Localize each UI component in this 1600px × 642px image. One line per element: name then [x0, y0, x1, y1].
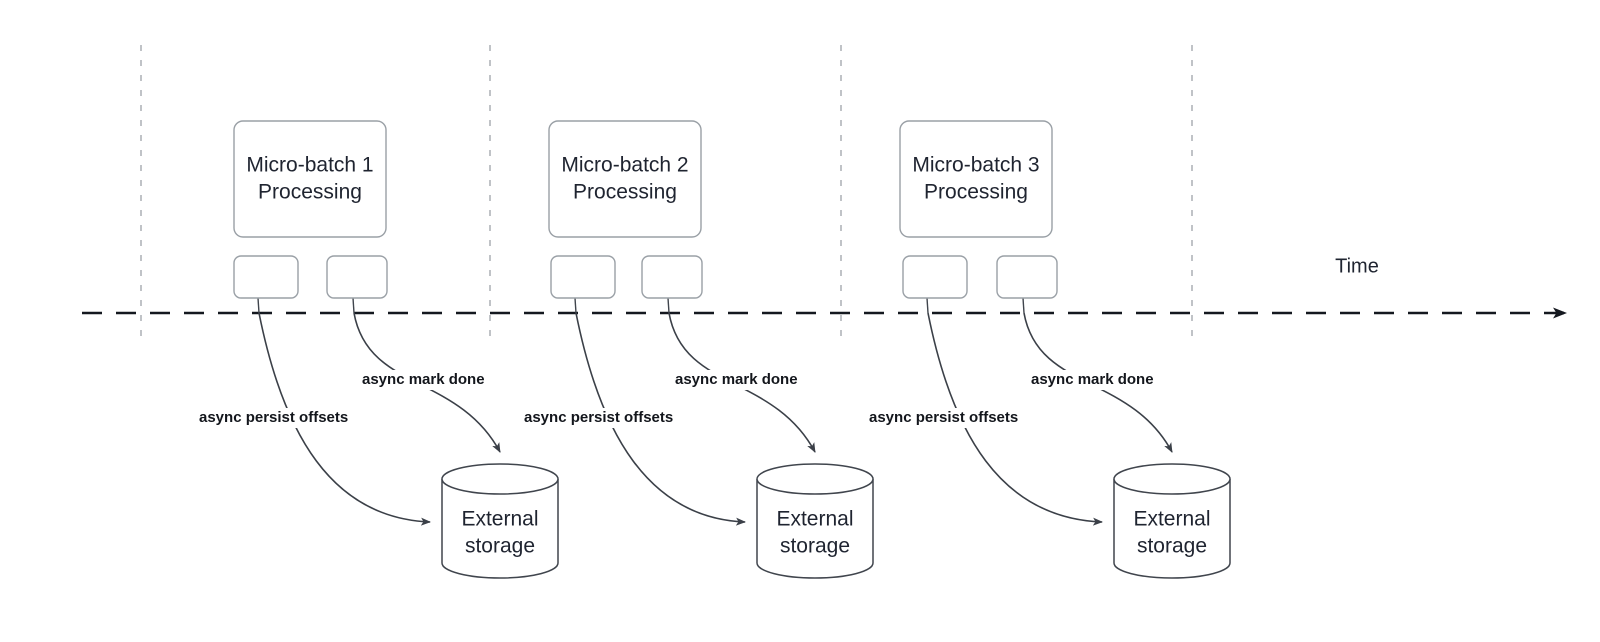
task-box-3-1[interactable]	[902, 255, 968, 299]
edges-group	[257, 297, 1173, 526]
persist-offsets-1	[258, 312, 431, 526]
edge-label-mark-done-2: async mark done	[675, 371, 798, 388]
external-storage-label-line1-1: External	[461, 508, 538, 531]
edge-label-plate-mark-done-1	[359, 370, 485, 390]
external-storage-label-line2-1: storage	[465, 535, 535, 558]
external-storage-label-line1-3: External	[1133, 508, 1210, 531]
task-box-1-2[interactable]	[326, 255, 388, 299]
external-storage-label-line2-2: storage	[780, 535, 850, 558]
time-axis-label: Time	[1335, 255, 1379, 277]
external-storage-cylinder-3[interactable]: External storage	[1113, 463, 1231, 579]
micro-batch-box-label-line2-2: Processing	[573, 181, 677, 204]
micro-batch-box-label-line2-3: Processing	[924, 181, 1028, 204]
task-box-1-1[interactable]	[233, 255, 299, 299]
micro-batch-box-2[interactable]	[548, 120, 702, 238]
external-storage-cylinder-1[interactable]: External storage	[441, 463, 559, 579]
connector-stub-3-2	[1022, 297, 1025, 314]
connector-stub-2-2	[667, 297, 670, 314]
cylinder-top-1	[441, 463, 559, 495]
task-box-2-2[interactable]	[641, 255, 703, 299]
micro-batch-box-label-line1-3: Micro-batch 3	[912, 154, 1039, 177]
edge-label-mark-done-1: async mark done	[362, 371, 485, 388]
connector-stub-3-1	[926, 297, 929, 314]
edge-labels-group: async persist offsets async mark done asyn…	[196, 370, 1154, 428]
edge-label-persist-offsets-3: async persist offsets	[869, 409, 1018, 426]
cylinder-body-3	[1113, 479, 1231, 579]
task-box-3-2[interactable]	[996, 255, 1058, 299]
persist-offsets-2	[575, 312, 746, 526]
connector-stub-1-2	[352, 297, 355, 314]
cylinder-top-3	[1113, 463, 1231, 495]
edge-label-plate-mark-done-2	[672, 370, 798, 390]
edge-label-mark-done-3: async mark done	[1031, 371, 1154, 388]
micro-batch-box-1[interactable]	[233, 120, 387, 238]
connector-stub-1-1	[257, 297, 260, 314]
external-storage-label-line2-3: storage	[1137, 535, 1207, 558]
edge-label-persist-offsets-1: async persist offsets	[199, 409, 348, 426]
external-storage-label-line1-2: External	[776, 508, 853, 531]
edge-label-plate-persist-offsets-1	[196, 408, 370, 428]
edge-label-plate-mark-done-3	[1028, 370, 1154, 390]
micro-batch-box-label-line1-1: Micro-batch 1	[246, 154, 373, 177]
micro-batch-box-3[interactable]	[899, 120, 1053, 238]
persist-offsets-3	[927, 312, 1103, 526]
timeline-axis-group: Time	[82, 255, 1567, 319]
edge-label-plate-persist-offsets-2	[521, 408, 695, 428]
external-storage-cylinder-2[interactable]: External storage	[756, 463, 874, 579]
cylinder-body-1	[441, 479, 559, 579]
edge-label-persist-offsets-2: async persist offsets	[524, 409, 673, 426]
task-box-2-1[interactable]	[550, 255, 616, 299]
cylinder-body-2	[756, 479, 874, 579]
micro-batch-box-label-line2-1: Processing	[258, 181, 362, 204]
cylinder-top-2	[756, 463, 874, 495]
connector-stub-2-1	[574, 297, 577, 314]
micro-batch-box-label-line1-2: Micro-batch 2	[561, 154, 688, 177]
timeline-tick-group	[140, 45, 1193, 336]
edge-label-plate-persist-offsets-3	[866, 408, 1040, 428]
